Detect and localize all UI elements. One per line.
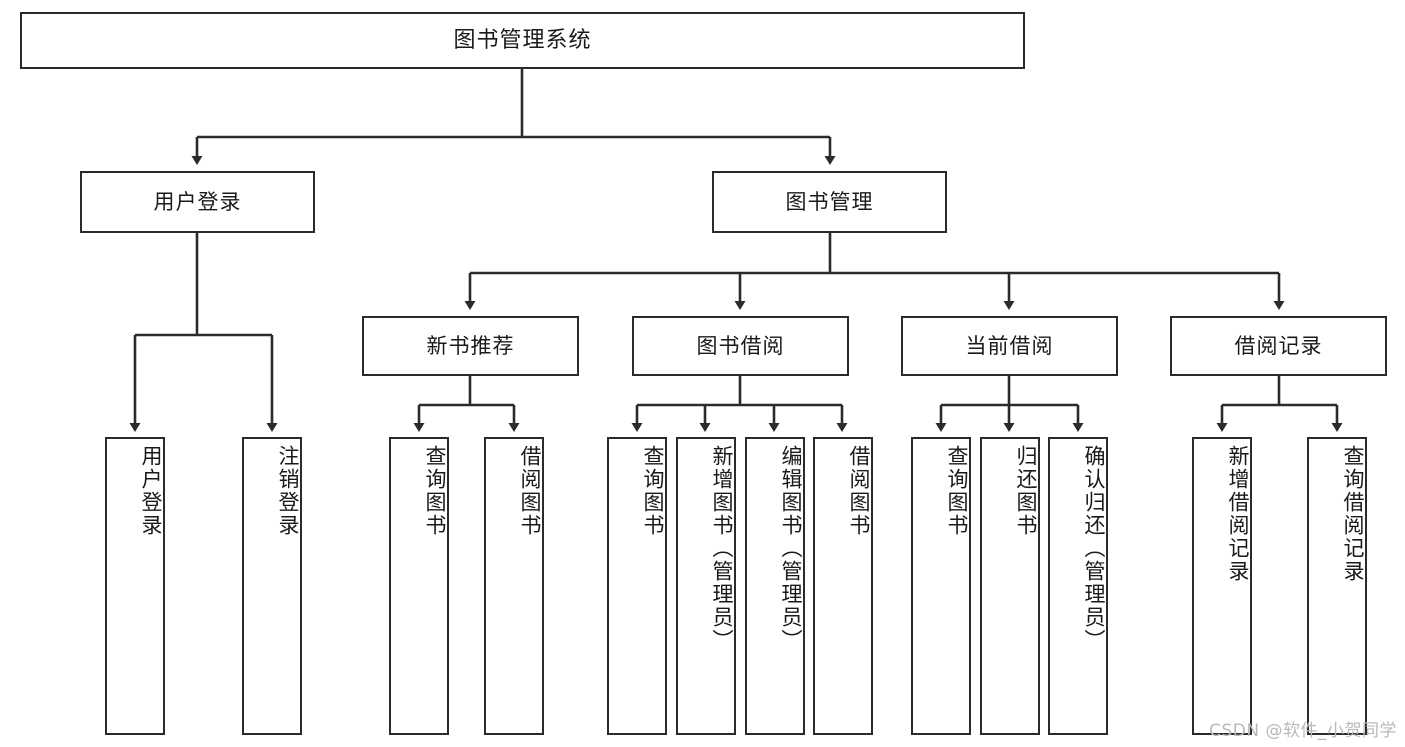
leaf-record-add[interactable]: 新增借阅记录 bbox=[1192, 437, 1252, 735]
node-label: 用户登录 bbox=[139, 445, 163, 537]
node-label: 查询借阅记录 bbox=[1341, 445, 1365, 583]
node-label: 图书管理 bbox=[785, 189, 874, 214]
node-label: 确认归还（管理员） bbox=[1082, 445, 1106, 652]
node-label: 查询图书 bbox=[945, 445, 969, 537]
leaf-new-book-borrow[interactable]: 借阅图书 bbox=[484, 437, 544, 735]
node-label: 编辑图书（管理员） bbox=[779, 445, 803, 652]
leaf-user-login-logout[interactable]: 注销登录 bbox=[242, 437, 302, 735]
node-label: 注销登录 bbox=[276, 445, 300, 537]
node-borrow-record[interactable]: 借阅记录 bbox=[1170, 316, 1387, 376]
leaf-current-return-book[interactable]: 归还图书 bbox=[980, 437, 1040, 735]
node-label: 借阅记录 bbox=[1234, 333, 1323, 358]
leaf-user-login-login[interactable]: 用户登录 bbox=[105, 437, 165, 735]
node-root-system[interactable]: 图书管理系统 bbox=[20, 12, 1025, 69]
node-label: 图书管理系统 bbox=[453, 27, 592, 53]
leaf-borrow-edit-book[interactable]: 编辑图书（管理员） bbox=[745, 437, 805, 735]
node-user-login[interactable]: 用户登录 bbox=[80, 171, 315, 233]
node-label: 新增图书（管理员） bbox=[710, 445, 734, 652]
node-label: 查询图书 bbox=[641, 445, 665, 537]
leaf-current-query-book[interactable]: 查询图书 bbox=[911, 437, 971, 735]
node-book-borrow[interactable]: 图书借阅 bbox=[632, 316, 849, 376]
node-label: 当前借阅 bbox=[965, 333, 1054, 358]
node-book-management[interactable]: 图书管理 bbox=[712, 171, 947, 233]
leaf-borrow-borrow-book[interactable]: 借阅图书 bbox=[813, 437, 873, 735]
node-new-book-recommend[interactable]: 新书推荐 bbox=[362, 316, 579, 376]
node-label: 查询图书 bbox=[423, 445, 447, 537]
node-label: 归还图书 bbox=[1014, 445, 1038, 537]
leaf-record-query[interactable]: 查询借阅记录 bbox=[1307, 437, 1367, 735]
node-label: 新增借阅记录 bbox=[1226, 445, 1250, 583]
leaf-current-confirm-return[interactable]: 确认归还（管理员） bbox=[1048, 437, 1108, 735]
node-label: 新书推荐 bbox=[426, 333, 515, 358]
leaf-new-book-query[interactable]: 查询图书 bbox=[389, 437, 449, 735]
node-label: 图书借阅 bbox=[696, 333, 785, 358]
watermark-text: CSDN @软件_小贺同学 bbox=[1209, 721, 1397, 741]
node-label: 借阅图书 bbox=[847, 445, 871, 537]
node-current-borrow[interactable]: 当前借阅 bbox=[901, 316, 1118, 376]
node-label: 用户登录 bbox=[153, 189, 242, 214]
node-label: 借阅图书 bbox=[518, 445, 542, 537]
leaf-borrow-query-book[interactable]: 查询图书 bbox=[607, 437, 667, 735]
leaf-borrow-add-book[interactable]: 新增图书（管理员） bbox=[676, 437, 736, 735]
